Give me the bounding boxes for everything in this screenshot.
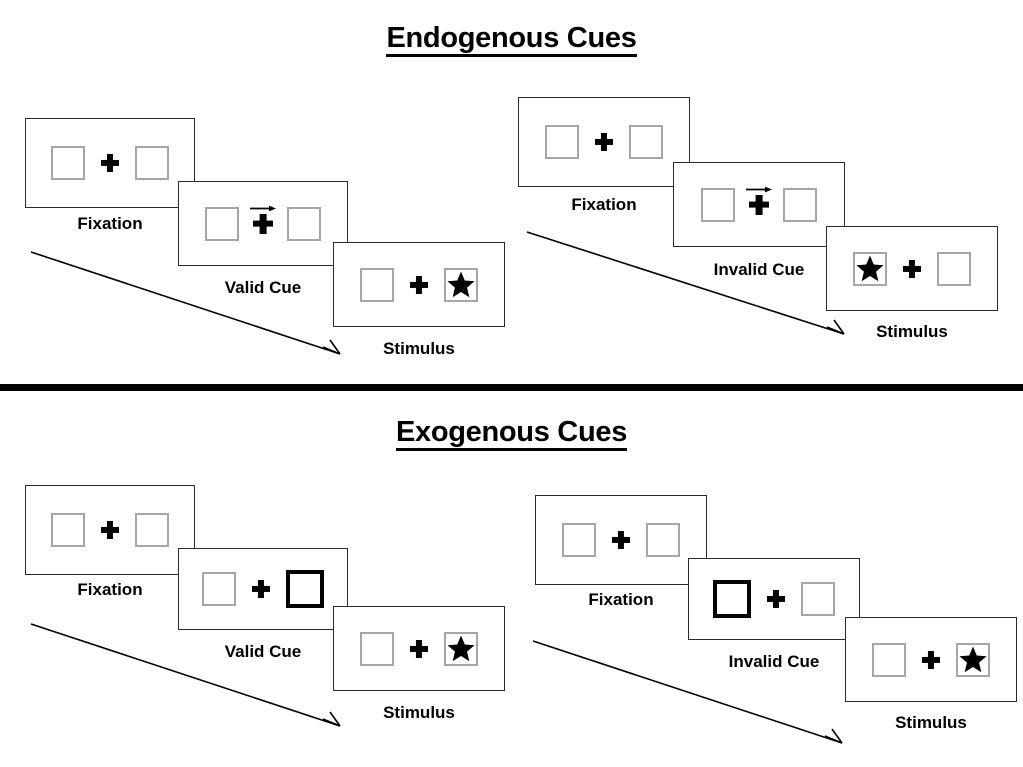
fixation-cross-icon: [595, 133, 613, 151]
section-title-exogenous-wrapper: Exogenous Cues: [0, 418, 1023, 453]
stimulus-box-right: [135, 146, 169, 180]
stimulus-box-left: [545, 125, 579, 159]
stage-label-endogenous-invalid-fixation: Fixation: [571, 195, 637, 214]
star-icon: [447, 271, 475, 298]
stimulus-box-right: [801, 582, 835, 616]
stage-frame-endogenous-valid-cue: [178, 181, 348, 266]
stage-frame-endogenous-invalid-fixation: [518, 97, 690, 187]
stage-frame-exogenous-valid-fixation: [25, 485, 195, 575]
stimulus-box-left: [360, 267, 394, 302]
section-title-endogenous: Endogenous Cues: [386, 24, 637, 57]
stimulus-box-right: [135, 513, 169, 547]
stimulus-box-left-cued: [713, 580, 751, 618]
fixation-cross-icon: [410, 276, 428, 294]
time-arrow-exogenous-invalid: [532, 640, 843, 744]
stage-frame-endogenous-valid-fixation: [25, 118, 195, 208]
stimulus-box-left: [562, 523, 596, 557]
fixation-cross-icon: [252, 580, 270, 598]
stage-frame-exogenous-invalid-cue: [688, 558, 860, 640]
fixation-cross-icon: [903, 260, 921, 278]
fixation-cross-icon: [767, 590, 785, 608]
stage-frame-exogenous-invalid-fixation: [535, 495, 707, 585]
fixation-cross-icon: [253, 214, 273, 234]
stimulus-box-right-cued: [286, 570, 324, 608]
stage-label-exogenous-invalid-stimulus: Stimulus: [895, 713, 967, 732]
stage-frame-exogenous-invalid-stimulus: [845, 617, 1017, 702]
stage-frame-endogenous-invalid-stimulus: [826, 226, 998, 311]
section-divider: [0, 384, 1023, 391]
stage-label-endogenous-valid-stimulus: Stimulus: [383, 339, 455, 358]
fixation-cross-icon: [749, 195, 769, 215]
fixation-cross-icon: [101, 521, 119, 539]
time-arrow-endogenous-invalid: [526, 231, 845, 335]
stimulus-box-right: [646, 523, 680, 557]
stimulus-box-right: [783, 187, 817, 222]
stimulus-box-right: [629, 125, 663, 159]
stimulus-box-left: [51, 146, 85, 180]
stage-label-exogenous-valid-fixation: Fixation: [77, 580, 143, 599]
cue-center-stack: [250, 205, 276, 234]
fixation-cross-icon: [922, 651, 940, 669]
stage-label-endogenous-valid-cue: Valid Cue: [224, 278, 302, 297]
stimulus-box-left: [872, 642, 906, 677]
star-icon: [447, 635, 475, 662]
cue-center-stack: [746, 186, 772, 215]
stage-label-endogenous-invalid-stimulus: Stimulus: [876, 322, 948, 341]
fixation-cross-icon: [612, 531, 630, 549]
stage-label-endogenous-invalid-cue: Invalid Cue: [713, 260, 805, 279]
star-icon: [856, 255, 884, 282]
stage-label-exogenous-invalid-cue: Invalid Cue: [728, 652, 820, 671]
section-title-exogenous: Exogenous Cues: [395, 418, 627, 451]
stage-label-exogenous-invalid-fixation: Fixation: [588, 590, 654, 609]
stage-frame-endogenous-valid-stimulus: [333, 242, 505, 327]
arrow-right-icon: [746, 186, 772, 192]
arrow-right-icon: [250, 205, 276, 211]
stimulus-box-left: [205, 206, 239, 241]
stimulus-box-left: [853, 251, 887, 286]
stage-label-exogenous-valid-stimulus: Stimulus: [383, 703, 455, 722]
time-arrow-endogenous-valid: [30, 251, 341, 355]
section-title-endogenous-wrapper: Endogenous Cues: [0, 24, 1023, 59]
stimulus-box-left: [360, 631, 394, 666]
star-icon: [959, 646, 987, 673]
stimulus-box-right: [444, 267, 478, 302]
stimulus-box-right: [956, 642, 990, 677]
stimulus-box-left: [202, 572, 236, 606]
time-arrow-exogenous-valid: [30, 623, 341, 727]
stage-frame-exogenous-valid-cue: [178, 548, 348, 630]
stimulus-box-right: [937, 251, 971, 286]
stage-frame-endogenous-invalid-cue: [673, 162, 845, 247]
stimulus-box-right: [287, 206, 321, 241]
stimulus-box-right: [444, 631, 478, 666]
stimulus-box-left: [701, 187, 735, 222]
stage-label-endogenous-valid-fixation: Fixation: [77, 214, 143, 233]
stage-label-exogenous-valid-cue: Valid Cue: [224, 642, 302, 661]
fixation-cross-icon: [410, 640, 428, 658]
stage-frame-exogenous-valid-stimulus: [333, 606, 505, 691]
stimulus-box-left: [51, 513, 85, 547]
fixation-cross-icon: [101, 154, 119, 172]
